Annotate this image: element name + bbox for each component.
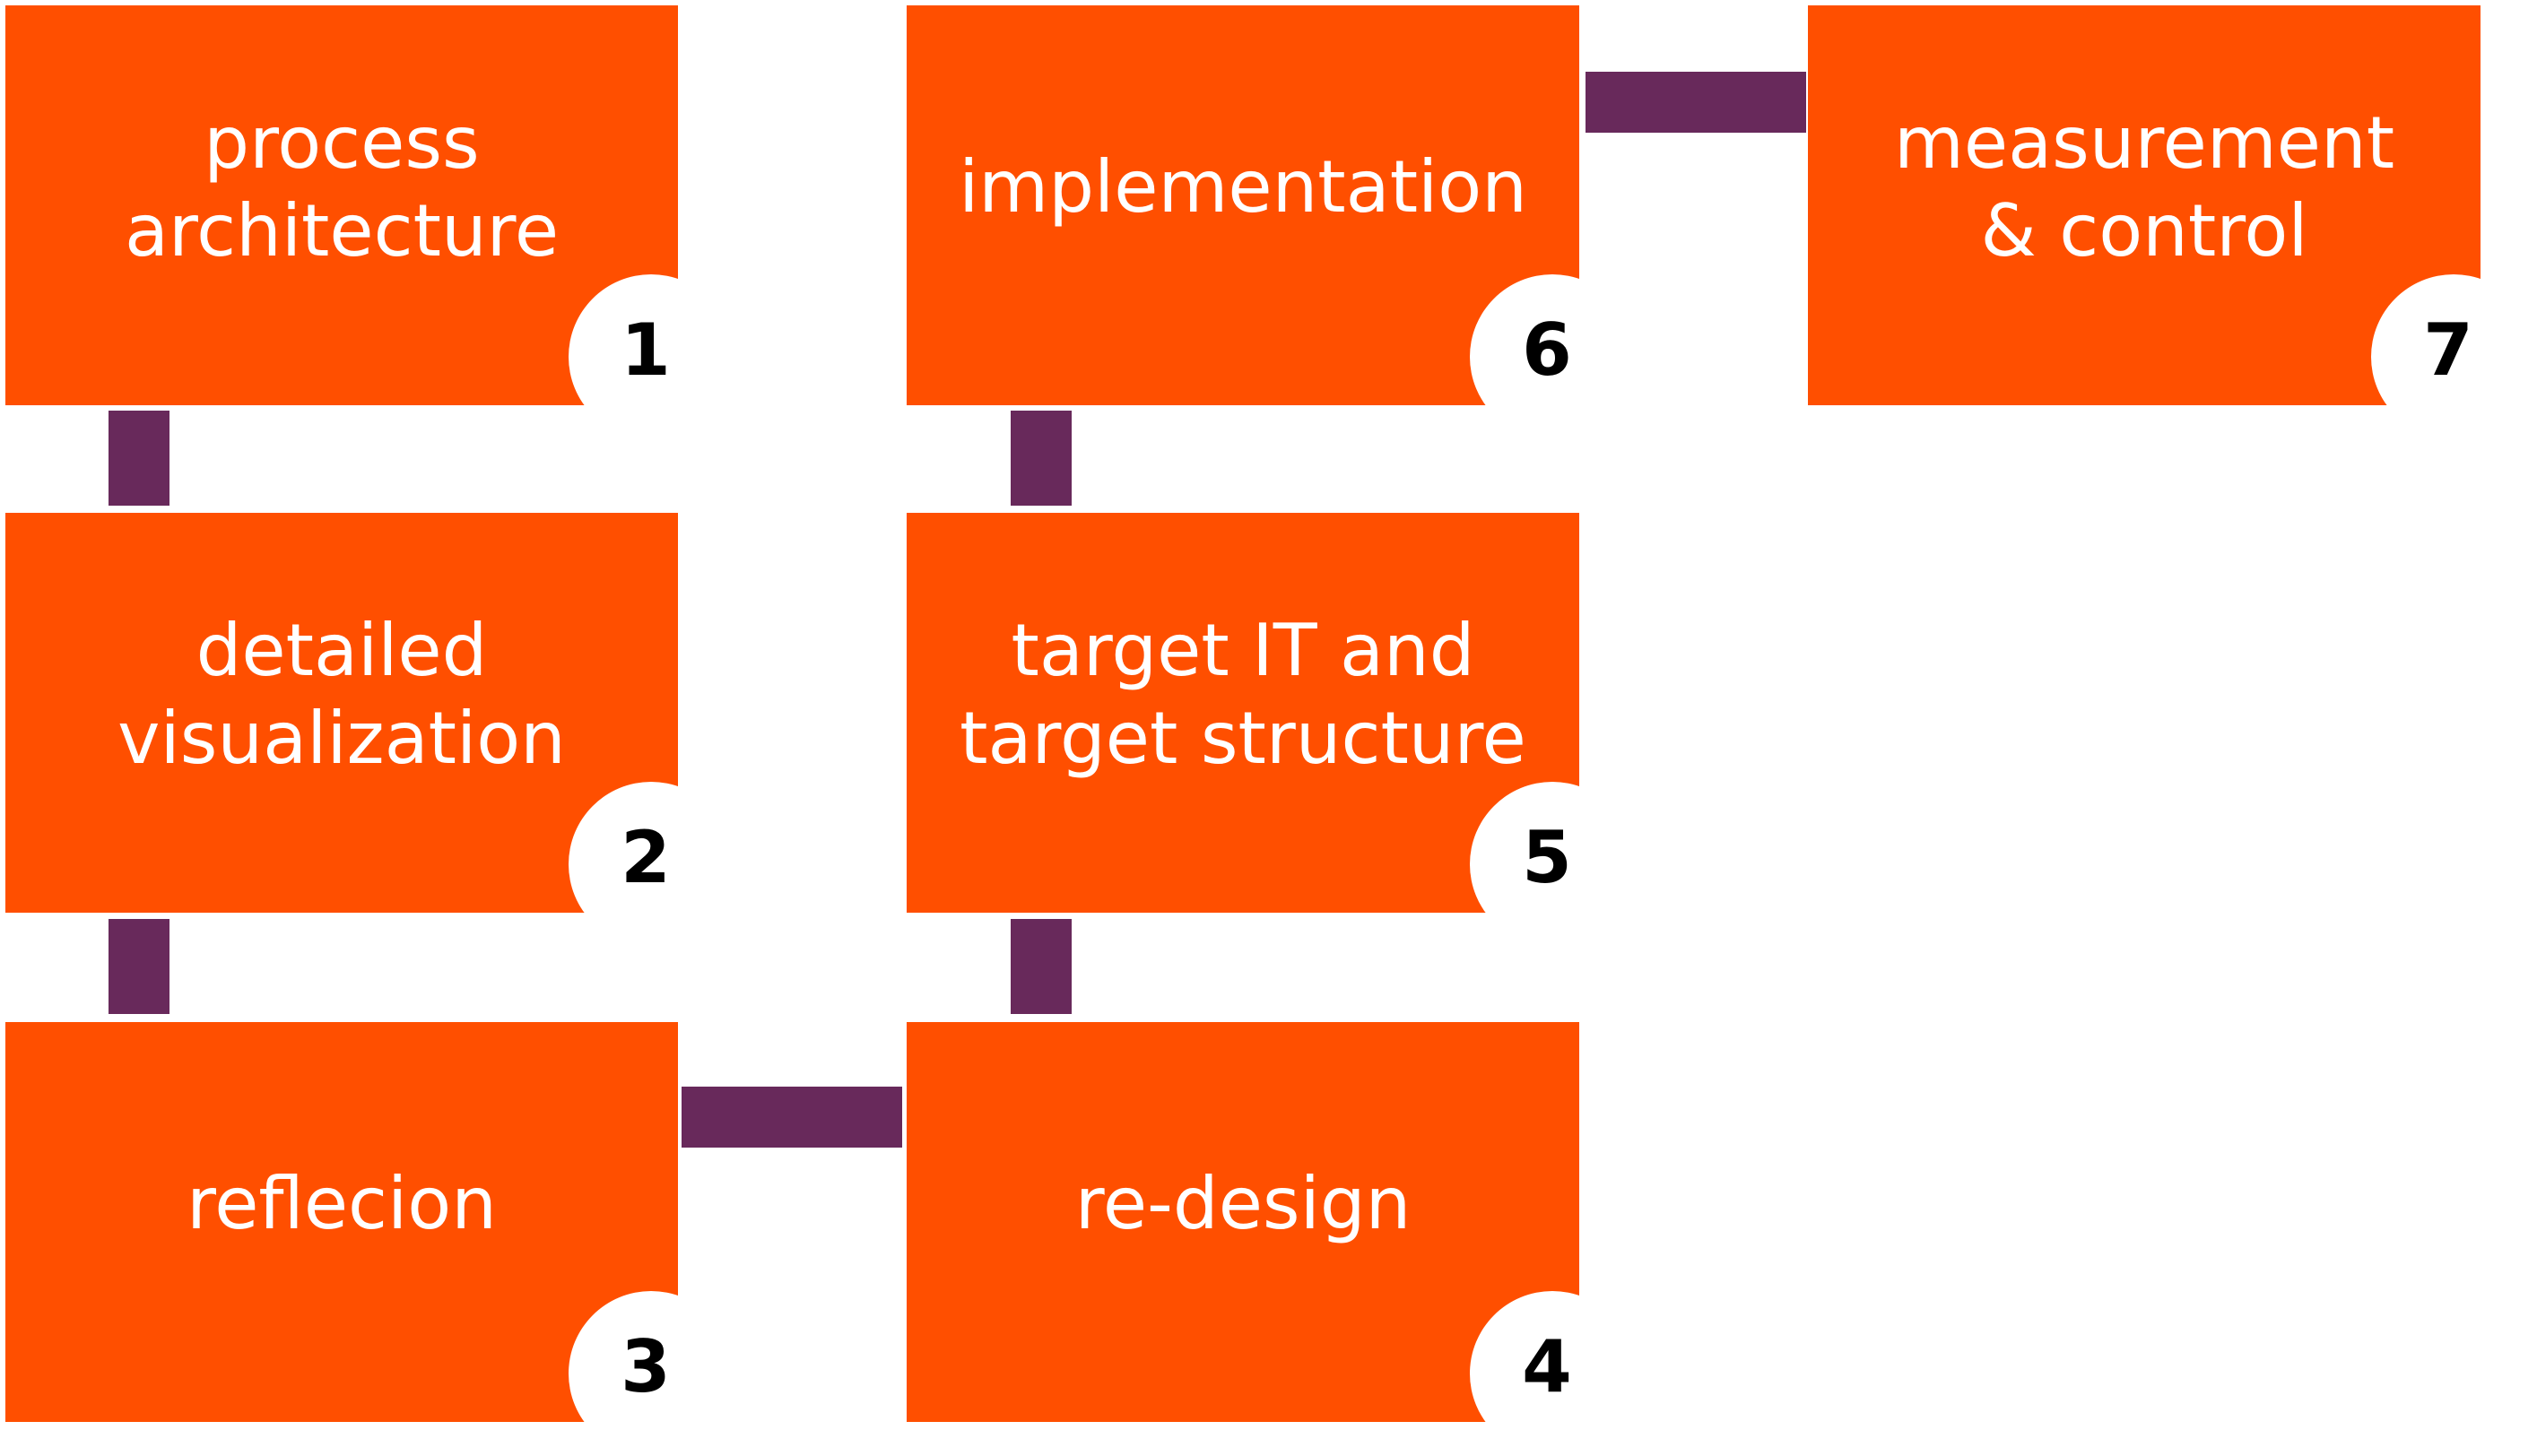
step-label: process architecture [124, 101, 560, 273]
step-number: 2 [621, 815, 671, 899]
connector-5-6 [1011, 411, 1072, 506]
step-number: 4 [1522, 1324, 1572, 1408]
step-box-detailed-visualization: detailed visualization 2 [5, 513, 734, 947]
step-number: 7 [2423, 308, 2473, 392]
connector-4-5 [1011, 919, 1072, 1014]
step-label: implementation [959, 145, 1527, 229]
step-label: re-design [1074, 1162, 1412, 1245]
step-box-target-it-and-structure: target IT and target structure 5 [907, 513, 1635, 947]
connector-6-7 [1586, 72, 1806, 133]
step-number-badge: 7 [2371, 274, 2536, 439]
connector-2-3 [109, 919, 169, 1014]
step-box-reflecion: reflecion 3 [5, 1022, 734, 1456]
step-box-re-design: re-design 4 [907, 1022, 1635, 1456]
step-number-badge: 1 [569, 274, 734, 439]
step-label: target IT and target structure [960, 609, 1526, 780]
step-number-badge: 2 [569, 782, 734, 947]
step-number: 3 [621, 1324, 671, 1408]
step-number-badge: 6 [1470, 274, 1635, 439]
step-label: detailed visualization [117, 609, 566, 780]
step-number: 5 [1522, 815, 1572, 899]
step-label: measurement & control [1893, 101, 2395, 273]
step-number-badge: 4 [1470, 1291, 1635, 1456]
step-number: 6 [1522, 308, 1572, 392]
step-number-badge: 3 [569, 1291, 734, 1456]
step-label: reflecion [187, 1162, 497, 1245]
step-box-implementation: implementation 6 [907, 5, 1635, 439]
step-number-badge: 5 [1470, 782, 1635, 947]
step-box-process-architecture: process architecture 1 [5, 5, 734, 439]
connector-1-2 [109, 411, 169, 506]
connector-3-4 [682, 1087, 902, 1148]
step-number: 1 [621, 308, 671, 392]
step-box-measurement-and-control: measurement & control 7 [1808, 5, 2536, 439]
